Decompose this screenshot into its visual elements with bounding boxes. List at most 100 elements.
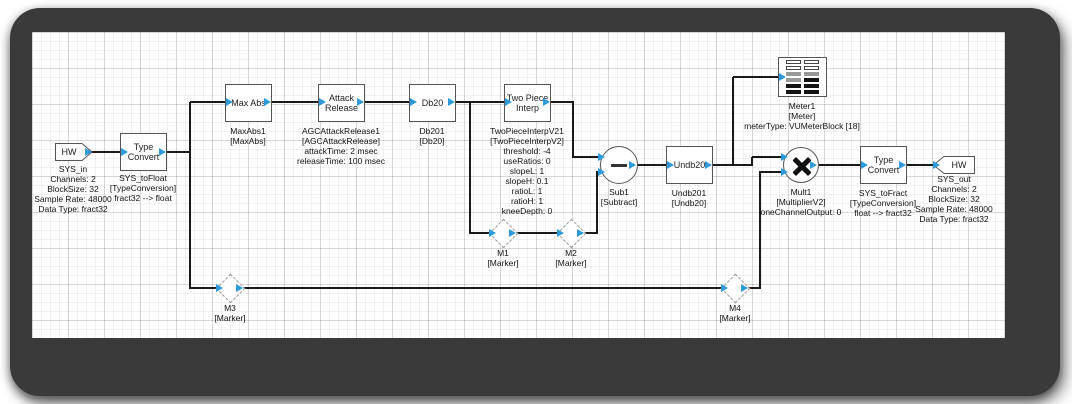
input-port[interactable] (779, 73, 786, 81)
wire (760, 171, 785, 173)
block-caption: SYS_out Channels: 2 BlockSize: 32 Sample… (904, 174, 1004, 224)
minus-icon (611, 163, 627, 167)
block-caption: SYS_in Channels: 2 BlockSize: 32 Sample … (25, 164, 121, 214)
block-caption: Meter1 [Meter] meterType: VUMeterBlock [… (727, 101, 877, 131)
wire (189, 102, 191, 289)
output-port[interactable] (810, 161, 817, 169)
input-port[interactable] (216, 284, 223, 292)
block-caption: Mult1 [MultiplierV2] oneChannelOutput: 0 (736, 187, 866, 217)
output-port[interactable] (85, 148, 92, 156)
block-caption: M1 [Marker] (463, 248, 543, 268)
input-port[interactable] (557, 229, 564, 237)
schematic-canvas[interactable]: HW SYS_in Channels: 2 BlockSize: 32 Samp… (32, 32, 1005, 338)
output-port[interactable] (543, 98, 550, 106)
input-port[interactable] (226, 98, 233, 106)
caption-line: Data Type: fract32 (38, 204, 108, 214)
output-port[interactable] (448, 98, 455, 106)
input-port[interactable] (667, 161, 674, 169)
input-port[interactable] (598, 168, 605, 176)
caption-line: useRatios: 0 (503, 156, 551, 166)
caption-line: Channels: 2 (50, 174, 96, 184)
input-port[interactable] (781, 153, 788, 161)
output-port[interactable] (629, 161, 636, 169)
caption-line: Channels: 2 (931, 184, 977, 194)
block-caption: TwoPieceInterpV21 [TwoPieceInterpV2] thr… (465, 126, 589, 216)
input-port[interactable] (598, 153, 605, 161)
input-port[interactable] (410, 98, 417, 106)
output-port[interactable] (159, 148, 166, 156)
output-port[interactable] (899, 161, 906, 169)
caption-line: [Marker] (555, 258, 587, 268)
caption-line: [Undb20] (671, 198, 707, 208)
block-meter[interactable] (778, 57, 827, 97)
caption-line: [Db20] (419, 136, 445, 146)
wire (752, 156, 785, 158)
block-caption: MaxAbs1 [MaxAbs] (198, 126, 298, 146)
block-sys-in[interactable]: HW (55, 143, 93, 161)
block-caption: AGCAttackRelease1 [AGCAttackRelease] att… (279, 126, 403, 166)
caption-line: [MaxAbs] (230, 136, 266, 146)
output-port[interactable] (357, 98, 364, 106)
block-caption: M2 [Marker] (531, 248, 611, 268)
output-port[interactable] (705, 161, 712, 169)
caption-line: Db201 (419, 126, 445, 136)
input-port[interactable] (781, 168, 788, 176)
input-port[interactable] (489, 229, 496, 237)
block-title: Undb20 (673, 160, 706, 170)
vu-meter-icon (786, 60, 819, 94)
caption-line: M4 (729, 303, 741, 313)
wire (365, 101, 411, 103)
caption-line: BlockSize: 32 (47, 184, 99, 194)
caption-line: [Marker] (487, 258, 519, 268)
input-port[interactable] (319, 98, 326, 106)
input-port[interactable] (933, 161, 940, 169)
caption-line: TwoPieceInterpV21 (490, 126, 564, 136)
caption-line: [TwoPieceInterpV2] (490, 136, 564, 146)
block-caption: SYS_toFloat [TypeConversion] fract32 -->… (93, 173, 193, 203)
caption-line: meterType: VUMeterBlock [18] (744, 121, 860, 131)
caption-line: [TypeConversion] (109, 183, 177, 193)
wire (572, 102, 574, 158)
caption-line: Data Type: fract32 (919, 214, 989, 224)
caption-line: oneChannelOutput: 0 (760, 207, 842, 217)
block-caption: Db201 [Db20] (382, 126, 482, 146)
input-port[interactable] (121, 148, 128, 156)
input-port[interactable] (861, 161, 868, 169)
caption-line: M2 (565, 248, 577, 258)
output-port[interactable] (264, 98, 271, 106)
block-title: Type Convert (867, 155, 900, 175)
wire (573, 156, 602, 158)
wire (190, 101, 226, 103)
caption-line: [MultiplierV2] (776, 197, 826, 207)
block-sys-out[interactable]: HW (932, 156, 975, 174)
caption-line: AGCAttackRelease1 (302, 126, 380, 136)
input-port[interactable] (505, 98, 512, 106)
wire (751, 157, 753, 166)
output-port[interactable] (236, 284, 243, 292)
caption-line: BlockSize: 32 (928, 194, 980, 204)
caption-line: [Meter] (788, 111, 816, 121)
wire (90, 151, 122, 153)
wire (818, 164, 862, 166)
block-title: Type Convert (127, 142, 160, 162)
wire (190, 287, 218, 289)
wire (759, 171, 761, 289)
wire (243, 287, 722, 289)
caption-line: attackTime: 2 msec (304, 146, 378, 156)
caption-line: [Subtract] (600, 197, 638, 207)
output-port[interactable] (577, 229, 584, 237)
wire (596, 171, 598, 234)
wire (733, 76, 780, 78)
caption-line: SYS_toFloat (119, 173, 167, 183)
input-port[interactable] (721, 284, 728, 292)
wire (907, 164, 934, 166)
block-title: Db20 (421, 98, 444, 108)
caption-line: threshold: -4 (503, 146, 551, 156)
caption-line: slopeH: 0.1 (505, 176, 549, 186)
wire (551, 101, 574, 103)
output-port[interactable] (509, 229, 516, 237)
wire (272, 101, 320, 103)
wire (732, 77, 734, 166)
block-title: HW (951, 160, 967, 170)
output-port[interactable] (741, 284, 748, 292)
